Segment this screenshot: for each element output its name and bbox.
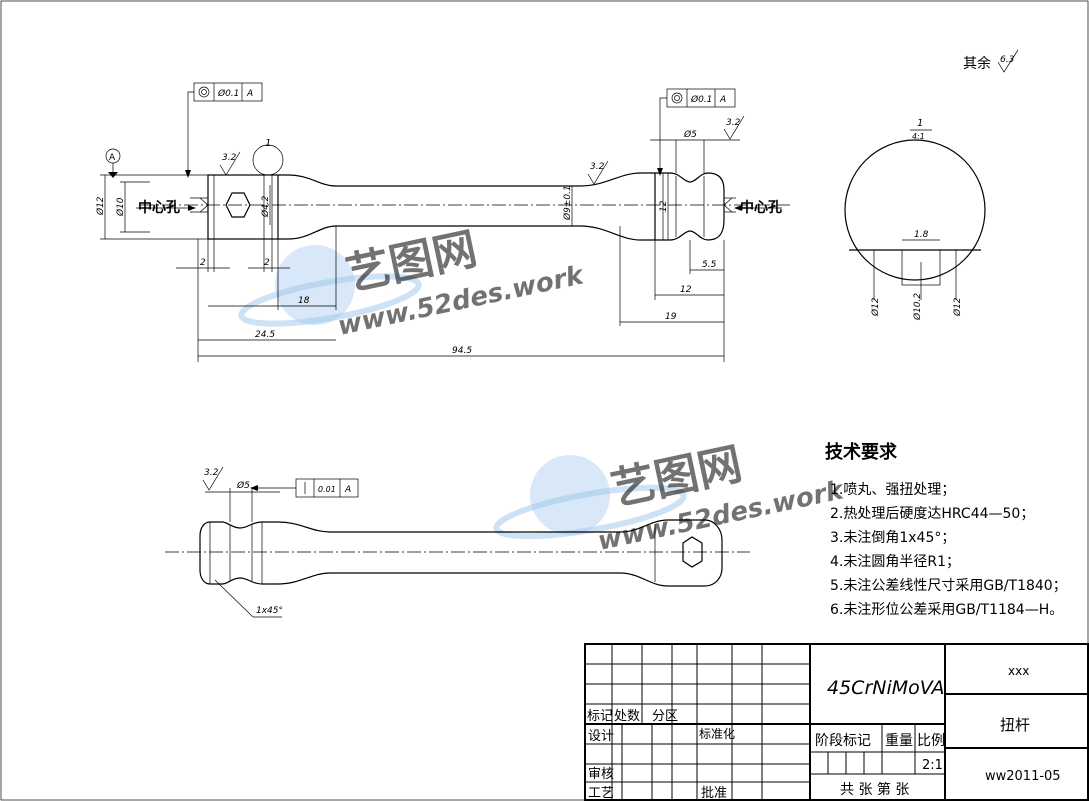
tech-req-item-2: 2.热处理后硬度达HRC44—50；	[830, 506, 1034, 522]
title-block	[584, 643, 1089, 801]
tolerance-frame-bottom	[295, 478, 359, 498]
tb-part-name: 扭杆	[1000, 716, 1030, 734]
tech-req-item-3: 3.未注倒角1x45°；	[830, 530, 955, 546]
dim-94-5: 94.5	[452, 346, 472, 356]
roughness-1: 3.2	[222, 153, 237, 163]
detail-marker-icon	[252, 144, 284, 176]
datum-label: A	[109, 153, 116, 163]
tol-bottom-datum: A	[344, 485, 351, 495]
roughness-symbol-icon-2	[587, 160, 609, 185]
roughness-3: 3.2	[726, 118, 741, 128]
rest-roughness-label: 其余	[963, 55, 991, 72]
roughness-4: 3.2	[204, 468, 219, 478]
roughness-symbol-icon	[997, 49, 1019, 73]
dim-phi9: Ø9±0.1	[562, 185, 573, 221]
concentricity-icon-2	[671, 92, 683, 104]
detail-dia-left: Ø12	[870, 297, 881, 317]
dim-phi12-left: Ø12	[95, 196, 106, 216]
dim-19: 19	[665, 312, 677, 322]
dim-phi5-top: Ø5	[683, 129, 697, 140]
tb-approve: 批准	[701, 786, 727, 801]
roughness-symbol-icon-4	[202, 466, 224, 491]
dim-phi10-left: Ø10	[115, 197, 126, 217]
tb-drawing-no: ww2011-05	[985, 769, 1061, 784]
cross-hole-icon	[682, 536, 703, 568]
dim-phi4-2-left: Ø4.2	[260, 195, 271, 218]
dim-18: 18	[298, 296, 310, 306]
tb-sheets: 共 张 第 张	[840, 781, 909, 798]
tol-top-left-value: Ø0.1	[217, 88, 239, 99]
front-view	[140, 144, 790, 241]
dim-12-right: 12	[659, 200, 669, 212]
rest-roughness-value: 6.3	[1000, 55, 1015, 65]
dim-12-bottom: 12	[680, 285, 692, 295]
tb-process: 工艺	[588, 786, 614, 801]
tol-top-right-datum: A	[719, 95, 726, 105]
dimension-lines	[100, 139, 740, 362]
tb-count: 处数	[614, 709, 640, 724]
dim-24-5: 24.5	[255, 330, 275, 340]
detail-width: 1.8	[914, 230, 929, 240]
concentricity-icon	[198, 86, 210, 98]
tb-review: 审核	[588, 767, 614, 782]
roughness-2: 3.2	[590, 162, 605, 172]
tech-req-item-1: 1.喷丸、强扭处理；	[830, 482, 955, 498]
tb-weight: 重量	[885, 733, 913, 749]
detail-view	[844, 129, 986, 300]
detail-number: 1	[917, 118, 923, 129]
tolerance-frame-top-right	[657, 88, 736, 176]
dim-5-5: 5.5	[702, 260, 717, 270]
watermark-logo-top: 艺图网 www.52des.work	[238, 223, 588, 342]
tol-top-right-value: Ø0.1	[690, 94, 712, 105]
detail-dia-mid: Ø10.2	[912, 293, 923, 321]
center-hole-right-label: 中心孔	[740, 199, 782, 216]
tech-req-item-6: 6.未注形位公差采用GB/T1184—H。	[830, 602, 1063, 618]
roughness-symbol-icon-3	[723, 115, 745, 140]
tech-req-item-4: 4.未注圆角半径R1；	[830, 554, 960, 570]
side-view	[165, 485, 750, 618]
watermark-logo-middle: 艺图网 www.52des.work	[493, 438, 848, 557]
tol-bottom-value: 0.01	[318, 485, 336, 494]
chamfer-label: 1x45°	[256, 606, 283, 616]
tb-company: xxx	[1008, 664, 1029, 678]
tech-req-item-5: 5.未注公差线性尺寸采用GB/T1840；	[830, 578, 1067, 594]
center-hole-left-label: 中心孔	[138, 199, 180, 216]
tb-design: 设计	[588, 729, 614, 744]
tb-zone: 分区	[652, 709, 678, 724]
tb-scale-value: 2:1	[922, 758, 943, 773]
tb-mark: 标记	[587, 709, 613, 724]
tolerance-frame-top-left	[185, 82, 263, 178]
detail-scale: 4:1	[912, 132, 925, 141]
tb-standardize: 标准化	[699, 727, 735, 741]
dim-phi5-bottom: Ø5	[236, 480, 250, 491]
tol-top-left-datum: A	[246, 89, 253, 99]
roughness-symbol-icon-1	[219, 151, 241, 176]
dim-2-a: 2	[200, 258, 206, 268]
tb-stage-mark: 阶段标记	[815, 733, 871, 749]
detail-marker-label: 1	[265, 138, 271, 149]
tb-material: 45CrNiMoVA	[827, 677, 944, 699]
tech-req-title: 技术要求	[825, 441, 898, 463]
tb-scale-label: 比例	[917, 733, 945, 749]
dim-2-b: 2	[264, 258, 270, 268]
detail-dia-right: Ø12	[952, 297, 963, 317]
